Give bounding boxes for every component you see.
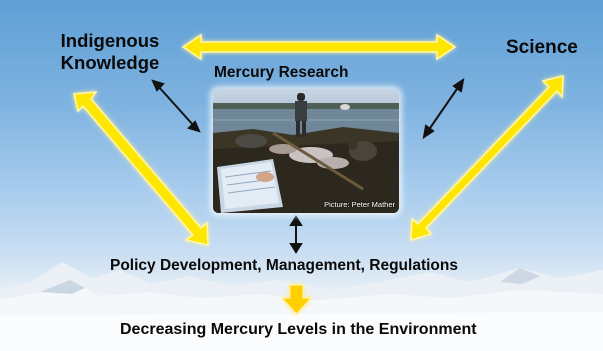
mercury-research-label: Mercury Research xyxy=(214,64,349,81)
policy-label: Policy Development, Management, Regulati… xyxy=(110,257,458,274)
indigenous-knowledge-label: Indigenous Knowledge xyxy=(48,30,172,74)
outcome-label: Decreasing Mercury Levels in the Environ… xyxy=(120,321,477,338)
photo-credit: Picture: Peter Mather xyxy=(324,200,395,209)
field-scene-illustration xyxy=(213,93,399,213)
research-photo: Picture: Peter Mather xyxy=(213,89,399,213)
indigenous-label-line1: Indigenous xyxy=(60,30,160,51)
indigenous-label-line2: Knowledge xyxy=(60,52,160,73)
science-label: Science xyxy=(506,37,578,58)
